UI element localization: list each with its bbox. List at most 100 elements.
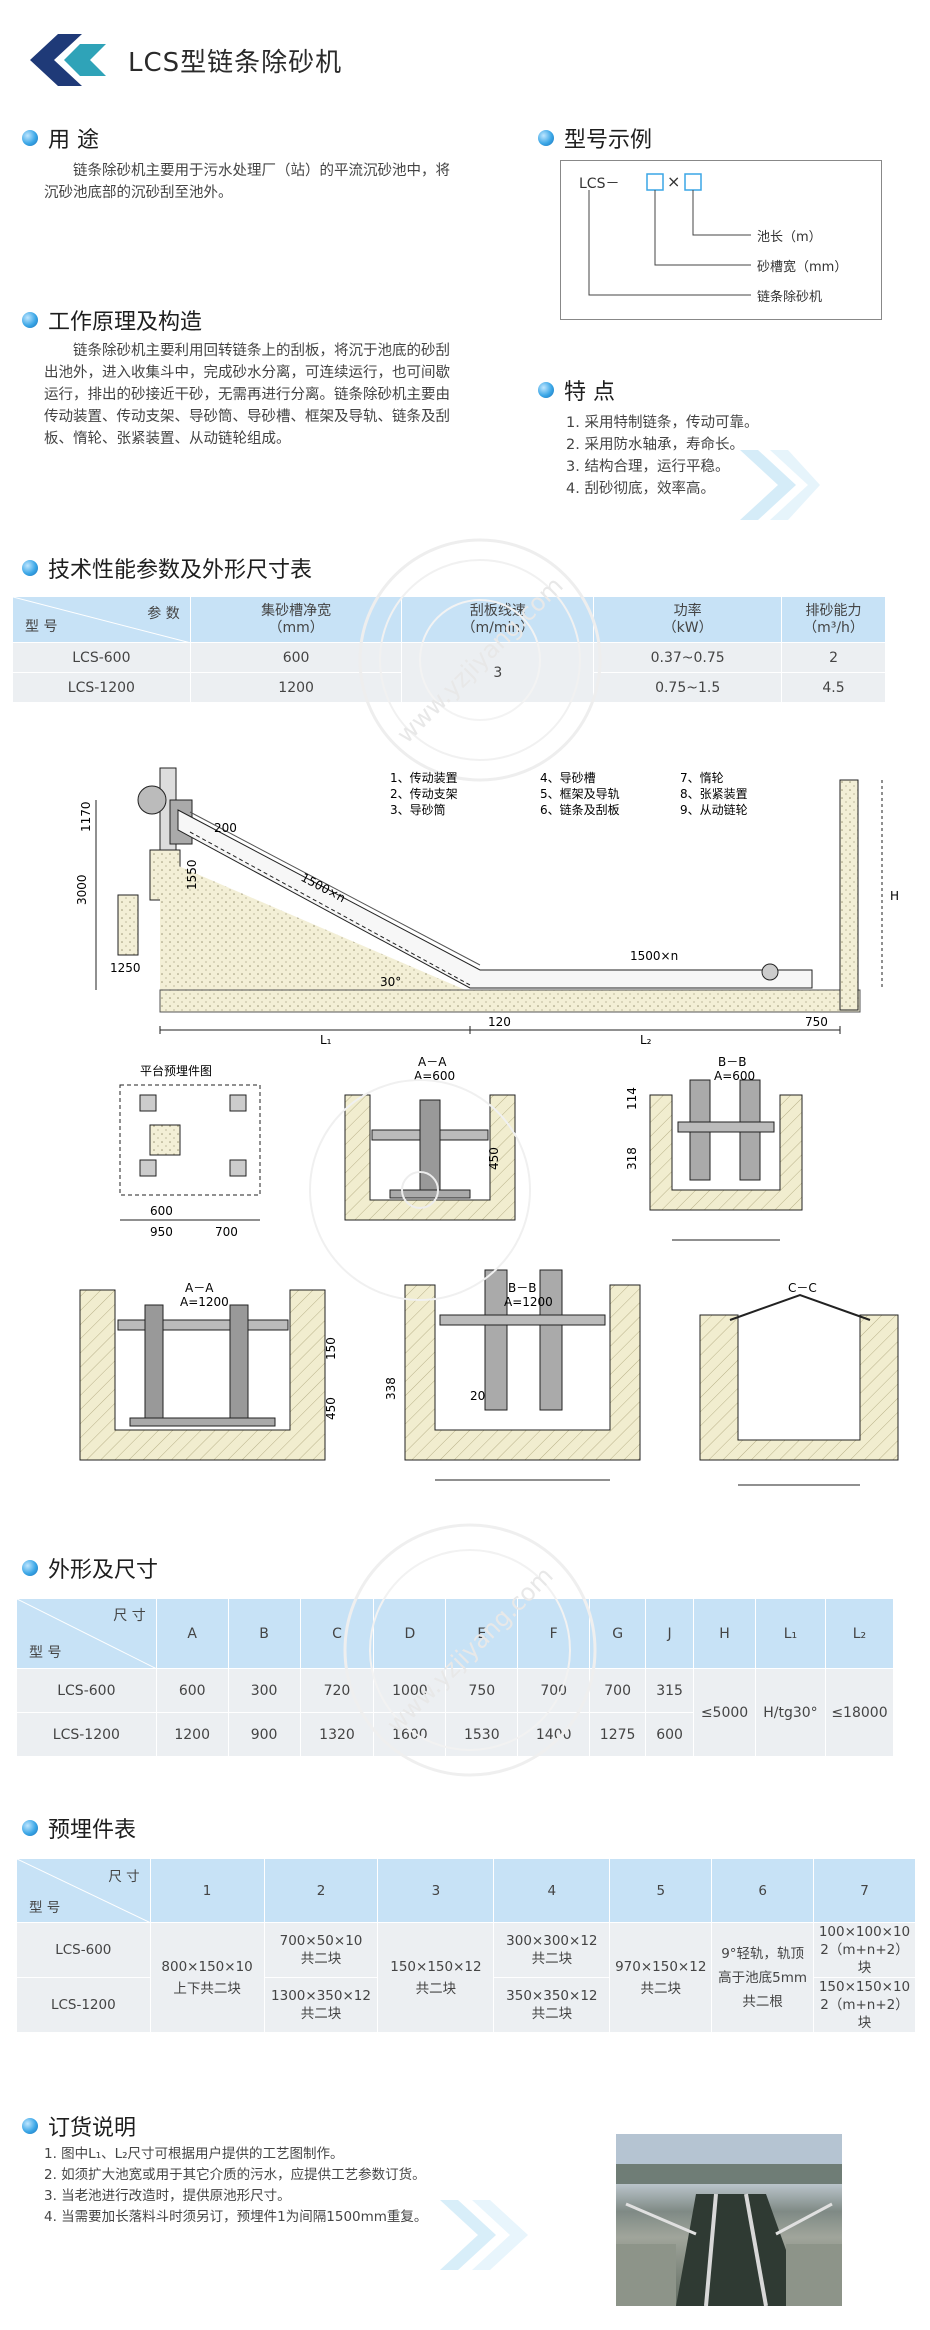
embed-cell-7a: 100×100×10 2（m+n+2）块 [812,1922,917,1978]
section-label: A=600 [414,1069,455,1083]
features-heading: 特 点 [538,374,615,406]
bullet-icon [22,130,38,146]
page-title: LCS型链条除砂机 [128,48,343,78]
dims-cell: 1600 [373,1712,447,1757]
embed-header: 5 [609,1858,713,1923]
legend-item: 9、从动链轮 [680,802,748,817]
bullet-icon [22,312,38,328]
company-logo [20,30,120,90]
model-prefix: LCS－ [579,176,620,192]
section-bb-1200 [404,1269,641,1481]
embed-cell-text: 100×100×10 [818,1924,911,1940]
tech-cell-model: LCS-600 [12,642,191,673]
tech-header-capacity: 排砂能力 （m³/h） [781,596,886,643]
model-times: × [667,172,681,191]
tech-cell-width: 600 [189,642,403,673]
embed-cell-text: 2（m+n+2）块 [820,1997,909,2031]
dims-corner-cell: 尺 寸 型 号 [16,1598,157,1669]
embed-heading-text: 预埋件表 [48,1818,137,1843]
table-row: LCS-600 600 300 720 1000 750 700 700 315… [16,1668,895,1757]
tech-cell-power: 0.75~1.5 [593,672,783,703]
features-list: 1. 采用特制链条，传动可靠。 2. 采用防水轴承，寿命长。 3. 结构合理，运… [566,412,758,500]
dim-label: 700 [215,1225,238,1239]
feature-item: 1. 采用特制链条，传动可靠。 [566,415,759,431]
principle-text: 链条除砂机主要利用回转链条上的刮板，将沉于池底的砂刮出池外，进入收集斗中，完成砂… [44,343,450,447]
embed-cell-text: 150×150×12 [390,1958,482,1975]
section-label: C－C [788,1281,817,1295]
bullet-icon [22,1820,38,1836]
legend-item: 2、传动支架 [390,786,458,801]
embed-cell-text: 共二块 [415,1980,457,1997]
section-aa-1200 [79,1289,326,1461]
tech-corner-cell: 参 数 型 号 [12,596,191,643]
tech-heading: 技术性能参数及外形尺寸表 [22,552,312,584]
embed-cell-text: 2（m+n+2）块 [820,1942,909,1976]
embed-header: 6 [711,1858,814,1923]
tech-header-power: 功率 （kW） [593,596,783,643]
dim-label: L₁ [320,1033,332,1047]
engineering-drawing: 1、传动装置 2、传动支架 3、导砂筒 4、导砂槽 5、框架及导轨 6、链条及刮… [75,767,899,1486]
feature-item: 2. 采用防水轴承，寿命长。 [566,437,744,453]
dims-cell: 1000 [373,1668,447,1713]
dim-label: 318 [625,1147,639,1170]
dim-label: 450 [324,1397,338,1420]
embed-cell-2a: 700×50×10 共二块 [263,1922,379,1978]
dim-label: 20 [470,1389,485,1403]
dims-header: E [445,1598,519,1669]
dim-label: L₂ [640,1033,652,1047]
dims-header: G [589,1598,647,1669]
dims-header: D [373,1598,447,1669]
section-label: B－B [718,1055,746,1069]
embed-cell-text: 高于池底5mm [718,1969,808,1986]
dims-cell-h: ≤5000 [693,1668,756,1757]
embed-cell-3: 150×150×12 共二块 [377,1922,495,2033]
bullet-icon [538,382,554,398]
dims-header: F [517,1598,591,1669]
bullet-icon [22,560,38,576]
dim-label: 950 [150,1225,173,1239]
order-item: 1. 图中L₁、L₂尺寸可根据用户提供的工艺图制作。 [44,2146,344,2162]
legend-item: 8、张紧装置 [680,787,748,801]
dims-cell: 1320 [299,1712,375,1757]
dim-label: 30° [380,975,401,989]
dims-cell: 300 [227,1668,301,1713]
order-item: 2. 如须扩大池宽或用于其它介质的污水，应提供工艺参数订货。 [44,2167,426,2183]
dim-label: 750 [805,1015,828,1029]
section-label: A=600 [714,1069,755,1083]
dims-header: L₁ [754,1598,826,1669]
dims-cell: 315 [645,1668,695,1713]
embed-corner-bottom: 型 号 [29,1900,61,1916]
legend-item: 6、链条及刮板 [540,802,620,817]
legend-item: 4、导砂槽 [540,771,596,785]
bullet-icon [22,2118,38,2134]
embed-cell-text: 共二根 [742,1993,783,2010]
dims-corner-bottom: 型 号 [29,1645,62,1661]
model-label-length: 池长（m） [757,230,822,245]
section-label: B－B [508,1281,536,1295]
dims-header: H [693,1598,756,1669]
dims-header: J [645,1598,695,1669]
dim-label: H [890,889,899,903]
chevron-watermark-icon [440,2200,528,2270]
model-example-heading: 型号示例 [538,122,652,154]
legend-item: 3、导砂筒 [390,802,446,817]
dims-cell: 600 [155,1668,229,1713]
dims-table: 尺 寸 型 号 A B C D E F G J H L₁ L₂ LCS-600 … [16,1598,895,1757]
legend-item: 1、传动装置 [390,770,458,785]
dim-label: 1250 [110,961,141,975]
table-row: LCS-600 600 3 0.37~0.75 2 [12,642,886,703]
dims-cell-model: LCS-1200 [16,1712,157,1757]
feature-item: 3. 结构合理，运行平稳。 [566,459,730,475]
dims-header: A [155,1598,229,1669]
tech-cell-capacity: 2 [781,642,886,673]
dims-header: L₂ [824,1598,895,1669]
section-label: A=1200 [180,1295,229,1309]
embed-cell-text: 共二块 [300,1951,342,1967]
legend-item: 5、框架及导轨 [540,787,620,801]
embed-header: 1 [149,1858,265,1923]
embed-cell-text: 700×50×10 [279,1933,363,1949]
embed-corner-cell: 尺 寸 型 号 [16,1858,151,1923]
